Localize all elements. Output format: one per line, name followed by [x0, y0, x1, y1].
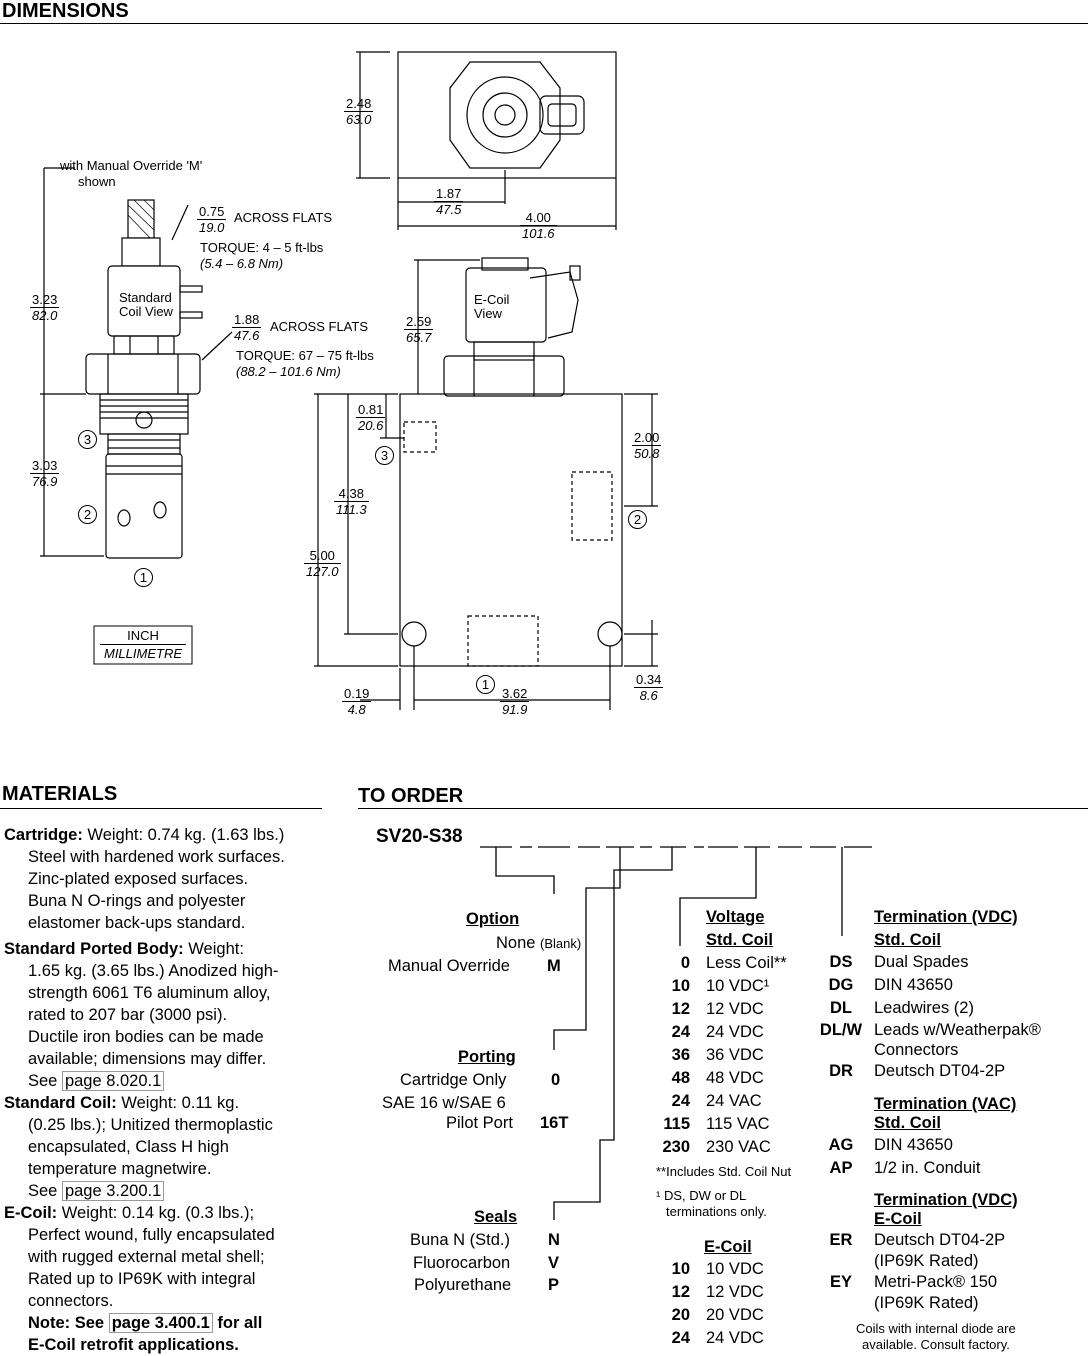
- torque2-nm: (88.2 – 101.6 Nm): [236, 364, 341, 379]
- note-coil-nut: **Includes Std. Coil Nut: [656, 1164, 792, 1179]
- option-manual-override: Manual Override: [388, 957, 510, 975]
- std-coil-label-2: Coil View: [119, 304, 173, 319]
- term-vac-sub: Std. Coil: [874, 1114, 941, 1132]
- dimensions-heading: DIMENSIONS: [2, 0, 129, 22]
- torque1: TORQUE: 4 – 5 ft-lbs: [200, 240, 324, 255]
- term-vac-heading: Termination (VAC): [874, 1095, 1017, 1113]
- cartridge-side-view: [85, 199, 203, 559]
- seal-p-code: P: [548, 1276, 560, 1294]
- dimension-drawing: [40, 51, 658, 710]
- page-3-200-1-link[interactable]: page 3.200.1: [61, 1181, 165, 1201]
- ported-body: [399, 393, 623, 667]
- order-rule: [358, 808, 1088, 809]
- flats1-label: ACROSS FLATS: [234, 210, 333, 225]
- note-ds-2: terminations only.: [666, 1204, 767, 1219]
- porting-0-code: 0: [551, 1071, 561, 1089]
- unit-legend: INCH MILLIMETRE: [94, 627, 192, 662]
- seal-v-code: V: [548, 1254, 560, 1272]
- diode-note: Coils with internal diode are: [856, 1321, 1016, 1336]
- porting-pilot: Pilot Port: [446, 1114, 513, 1132]
- model-code: SV20-S38: [376, 826, 463, 847]
- note-ds: ¹ DS, DW or DL: [656, 1188, 747, 1203]
- seal-fluoro: Fluorocarbon: [413, 1254, 511, 1272]
- materials-text: Cartridge: Weight: 0.74 kg. (1.63 lbs.) …: [4, 826, 285, 1354]
- voltage-stdcoil-heading: Std. Coil: [706, 931, 773, 949]
- porting-heading: Porting: [458, 1048, 516, 1066]
- diode-note-2: available. Consult factory.: [862, 1337, 1010, 1352]
- voltage-heading: Voltage: [706, 908, 765, 926]
- ecoil-label: E-Coil: [474, 292, 510, 307]
- porting-sae: SAE 16 w/SAE 6: [382, 1094, 506, 1112]
- materials-heading: MATERIALS: [2, 783, 118, 805]
- term-vdc-sub: Std. Coil: [874, 931, 941, 949]
- std-coil-label: Standard: [119, 290, 172, 305]
- term-e-heading: Termination (VDC): [874, 1191, 1018, 1209]
- top-view: [397, 51, 617, 179]
- body-port-1: 1: [476, 675, 495, 694]
- override-note: with Manual Override 'M': [60, 158, 203, 173]
- ecoil-voltage-heading: E-Coil: [704, 1238, 752, 1256]
- dimensions-rule: [0, 23, 1088, 24]
- materials-rule: [0, 808, 322, 809]
- page-8-020-1-link[interactable]: page 8.020.1: [61, 1071, 165, 1091]
- page-3-400-1-link[interactable]: page 3.400.1: [108, 1313, 213, 1333]
- option-heading: Option: [466, 910, 520, 928]
- term-e-sub: E-Coil: [874, 1210, 922, 1228]
- order-heading: TO ORDER: [358, 785, 464, 807]
- torque1-nm: (5.4 – 6.8 Nm): [200, 256, 284, 271]
- seal-poly: Polyurethane: [414, 1276, 512, 1294]
- port-3-circle: 3: [78, 430, 97, 449]
- seal-buna: Buna N (Std.): [410, 1231, 510, 1249]
- body-port-2: 2: [628, 510, 647, 529]
- port-2-circle: 2: [78, 505, 97, 524]
- body-port-3: 3: [375, 446, 394, 465]
- option-m-code: M: [547, 957, 561, 975]
- porting-16t-code: 16T: [540, 1114, 569, 1132]
- flats2-label: ACROSS FLATS: [270, 319, 369, 334]
- torque2: TORQUE: 67 – 75 ft-lbs: [236, 348, 374, 363]
- order-code-diagram: [480, 846, 872, 1220]
- override-note-2: shown: [78, 174, 116, 189]
- porting-cartridge: Cartridge Only: [400, 1071, 507, 1089]
- option-none: None (Blank): [496, 934, 582, 952]
- ecoil-label-2: View: [474, 306, 502, 321]
- seals-heading: Seals: [474, 1208, 518, 1226]
- ecoil-side-view: [443, 257, 581, 397]
- seal-n-code: N: [548, 1231, 560, 1249]
- port-1-circle: 1: [134, 568, 153, 587]
- term-vdc-heading: Termination (VDC): [874, 908, 1018, 926]
